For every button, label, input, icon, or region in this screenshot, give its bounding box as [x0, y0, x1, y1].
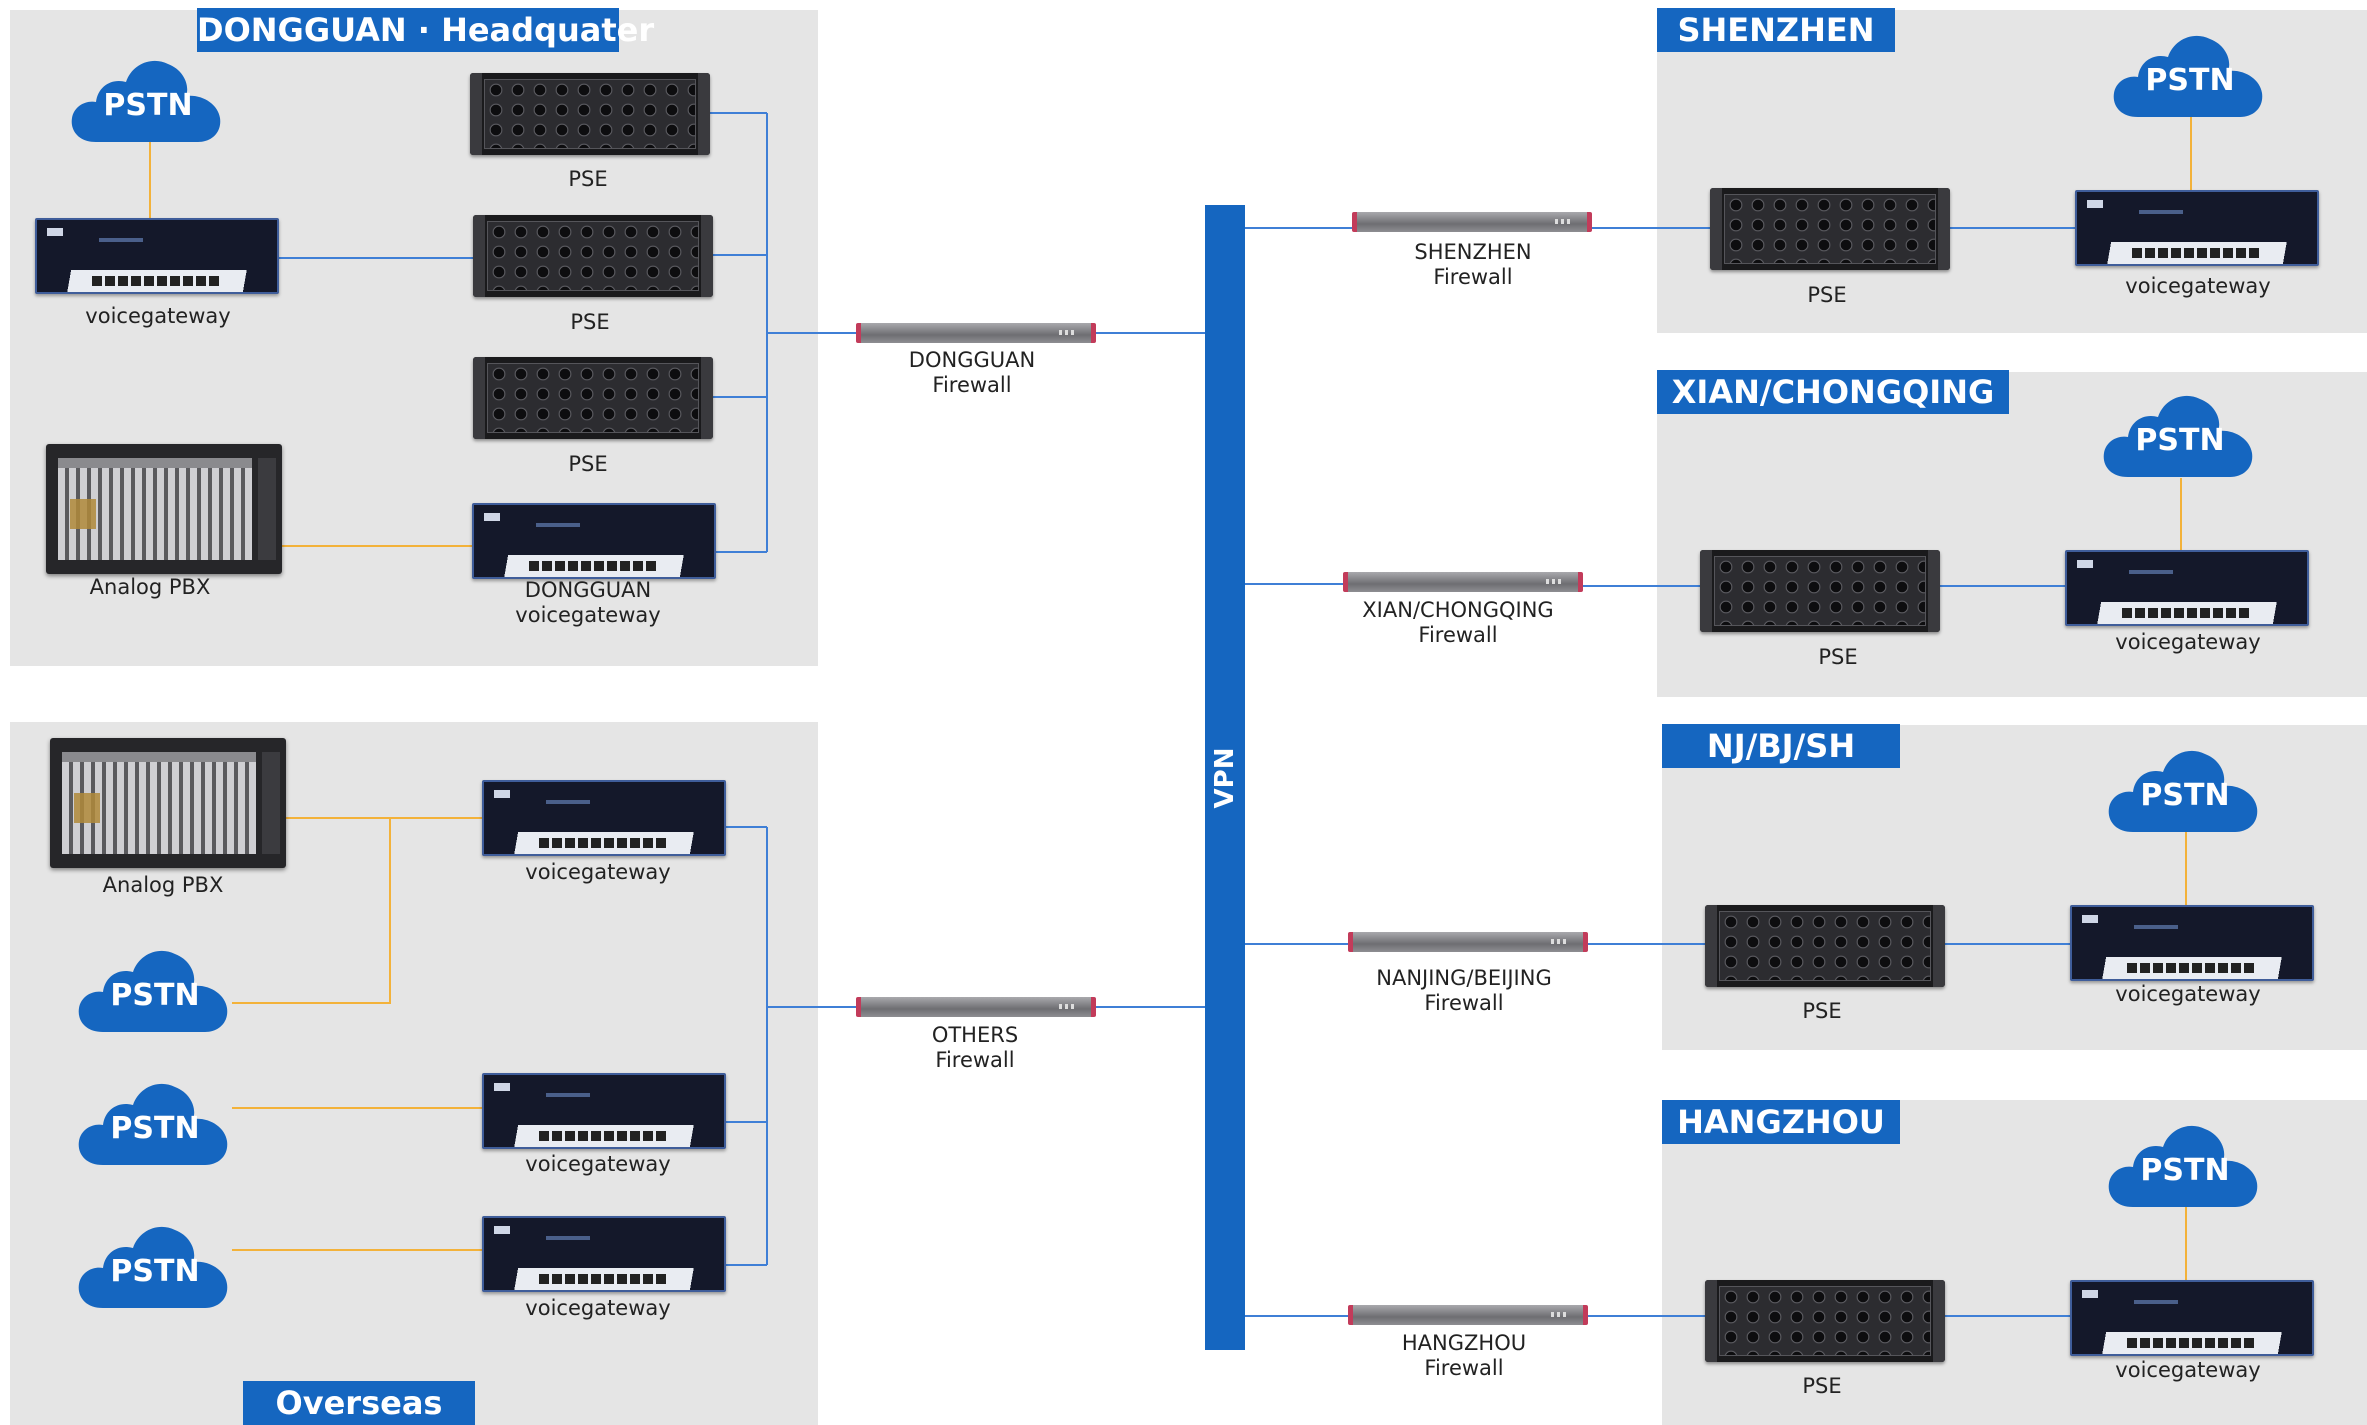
analog-pbx-device — [50, 738, 286, 868]
pse-label: PSE — [1807, 283, 1847, 307]
region-title-overseas: Overseas — [243, 1381, 475, 1425]
pse-server — [473, 215, 713, 297]
others-firewall — [856, 997, 1096, 1017]
pse-server — [1705, 905, 1945, 987]
region-title-dongguan: DONGGUAN · Headquater — [197, 8, 654, 52]
xian-firewall — [1343, 572, 1583, 592]
voicegateway-device — [35, 218, 279, 294]
region-shenzhen — [1657, 10, 2367, 333]
voicegateway-device — [2075, 190, 2319, 266]
voicegateway-label: voicegateway — [525, 1152, 671, 1176]
pstn-label: PSTN — [2140, 778, 2230, 813]
voicegateway-device — [2065, 550, 2309, 626]
pse-label: PSE — [568, 167, 608, 191]
pstn-cloud-icon: PSTN — [68, 50, 228, 150]
voicegateway-device — [482, 780, 726, 856]
pse-label: PSE — [568, 452, 608, 476]
ov-pstn-join — [232, 818, 391, 1004]
pse-label: PSE — [1818, 645, 1858, 669]
pstn-label: PSTN — [2145, 63, 2235, 98]
pse-label: PSE — [570, 310, 610, 334]
pse-label: PSE — [1802, 999, 1842, 1023]
region-title-hangzhou: HANGZHOU — [1662, 1100, 1900, 1144]
hangzhou-firewall — [1348, 1305, 1588, 1325]
dongguan-voicegateway-device — [472, 503, 716, 579]
region-title-njbjsh: NJ/BJ/SH — [1662, 724, 1900, 768]
shenzhen-firewall — [1352, 212, 1592, 232]
pstn-cloud-icon: PSTN — [75, 940, 235, 1040]
voicegateway-label: voicegateway — [2125, 274, 2271, 298]
pse-server — [1710, 188, 1950, 270]
pstn-cloud-icon: PSTN — [75, 1216, 235, 1316]
pse-server — [473, 357, 713, 439]
pse-label: PSE — [1802, 1374, 1842, 1398]
pstn-cloud-icon: PSTN — [2100, 385, 2260, 485]
vpn-label: VPN — [1210, 747, 1240, 809]
voicegateway-device — [2070, 1280, 2314, 1356]
voicegateway-label: voicegateway — [85, 304, 231, 328]
voicegateway-label: voicegateway — [525, 1296, 671, 1320]
pstn-cloud-icon: PSTN — [2105, 1115, 2265, 1215]
pstn-label: PSTN — [110, 1111, 200, 1146]
voicegateway-device — [2070, 905, 2314, 981]
analog-pbx-label: Analog PBX — [89, 575, 211, 599]
voicegateway-label: voicegateway — [2115, 982, 2261, 1006]
region-title-shenzhen: SHENZHEN — [1657, 8, 1895, 52]
pse-server — [1705, 1280, 1945, 1362]
pse-server — [1700, 550, 1940, 632]
region-hangzhou — [1662, 1100, 2367, 1425]
nanjing-firewall — [1348, 932, 1588, 952]
pstn-label: PSTN — [110, 978, 200, 1013]
pstn-label: PSTN — [2140, 1153, 2230, 1188]
pstn-label: PSTN — [110, 1254, 200, 1289]
pstn-cloud-icon: PSTN — [2105, 740, 2265, 840]
region-njbjsh — [1662, 725, 2367, 1050]
dongguan-firewall — [856, 323, 1096, 343]
vpn-backbone — [1205, 205, 1245, 1350]
pstn-label: PSTN — [103, 88, 193, 123]
voicegateway-label: voicegateway — [2115, 1358, 2261, 1382]
voicegateway-label: voicegateway — [2115, 630, 2261, 654]
pstn-cloud-icon: PSTN — [75, 1073, 235, 1173]
pse-server — [470, 73, 710, 155]
analog-pbx-label: Analog PBX — [102, 873, 224, 897]
analog-pbx-device — [46, 444, 282, 574]
voicegateway-device — [482, 1073, 726, 1149]
voicegateway-label: voicegateway — [525, 860, 671, 884]
pstn-cloud-icon: PSTN — [2110, 25, 2270, 125]
region-title-xian: XIAN/CHONGQING — [1657, 370, 2009, 414]
region-xian — [1657, 372, 2367, 697]
pstn-label: PSTN — [2135, 423, 2225, 458]
voicegateway-device — [482, 1216, 726, 1292]
